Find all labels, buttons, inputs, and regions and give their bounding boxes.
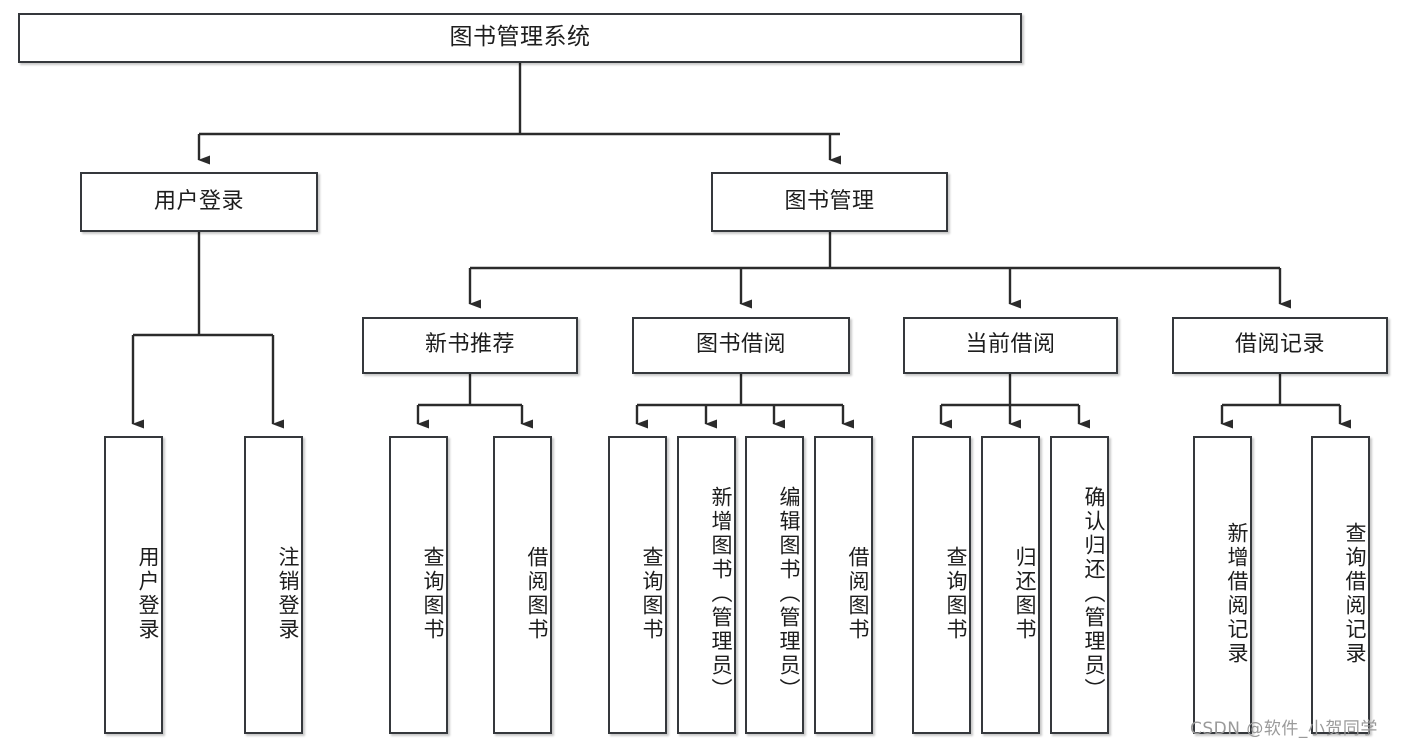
node-label: 查询图书	[640, 546, 664, 642]
node-label: 查询借阅记录	[1343, 522, 1367, 666]
node-user-login[interactable]: 用户登录	[80, 172, 318, 232]
node-label: 借阅记录	[1234, 332, 1325, 358]
leaf-borrow-add-book-admin[interactable]: 新增图书（管理员）	[677, 436, 736, 734]
node-label: 用户登录	[136, 546, 160, 642]
node-label: 用户登录	[153, 188, 244, 214]
leaf-current-return-book[interactable]: 归还图书	[981, 436, 1040, 734]
node-label: 归还图书	[1013, 546, 1037, 642]
node-label: 查询图书	[944, 546, 968, 642]
leaf-new-query-book[interactable]: 查询图书	[389, 436, 448, 734]
node-label: 新增借阅记录	[1225, 522, 1249, 666]
leaf-borrow-edit-book-admin[interactable]: 编辑图书（管理员）	[745, 436, 804, 734]
node-new-book-recommendation[interactable]: 新书推荐	[362, 317, 578, 374]
leaf-current-confirm-return-admin[interactable]: 确认归还（管理员）	[1050, 436, 1109, 734]
leaf-records-query-record[interactable]: 查询借阅记录	[1311, 436, 1370, 734]
node-book-borrow[interactable]: 图书借阅	[632, 317, 850, 374]
node-book-management[interactable]: 图书管理	[711, 172, 948, 232]
leaf-current-query-book[interactable]: 查询图书	[912, 436, 971, 734]
node-label: 新增图书（管理员）	[709, 486, 733, 702]
leaf-borrow-query-book[interactable]: 查询图书	[608, 436, 667, 734]
node-root-book-management-system[interactable]: 图书管理系统	[18, 13, 1022, 63]
node-label: 图书管理	[784, 188, 875, 214]
leaf-user-login[interactable]: 用户登录	[104, 436, 163, 734]
leaf-new-borrow-book[interactable]: 借阅图书	[493, 436, 552, 734]
watermark: CSDN @软件_小贺同学	[1190, 719, 1378, 739]
node-label: 借阅图书	[846, 546, 870, 642]
node-label: 借阅图书	[525, 546, 549, 642]
node-borrow-records[interactable]: 借阅记录	[1172, 317, 1388, 374]
node-label: 注销登录	[276, 546, 300, 642]
leaf-logout[interactable]: 注销登录	[244, 436, 303, 734]
node-label: 新书推荐	[424, 332, 515, 358]
node-label: 图书借阅	[695, 332, 786, 358]
node-label: 图书管理系统	[449, 24, 591, 51]
node-label: 查询图书	[421, 546, 445, 642]
node-current-borrow[interactable]: 当前借阅	[903, 317, 1118, 374]
node-label: 确认归还（管理员）	[1082, 486, 1106, 702]
node-label: 编辑图书（管理员）	[777, 486, 801, 702]
leaf-borrow-borrow-book[interactable]: 借阅图书	[814, 436, 873, 734]
node-label: 当前借阅	[965, 332, 1056, 358]
leaf-records-add-record[interactable]: 新增借阅记录	[1193, 436, 1252, 734]
